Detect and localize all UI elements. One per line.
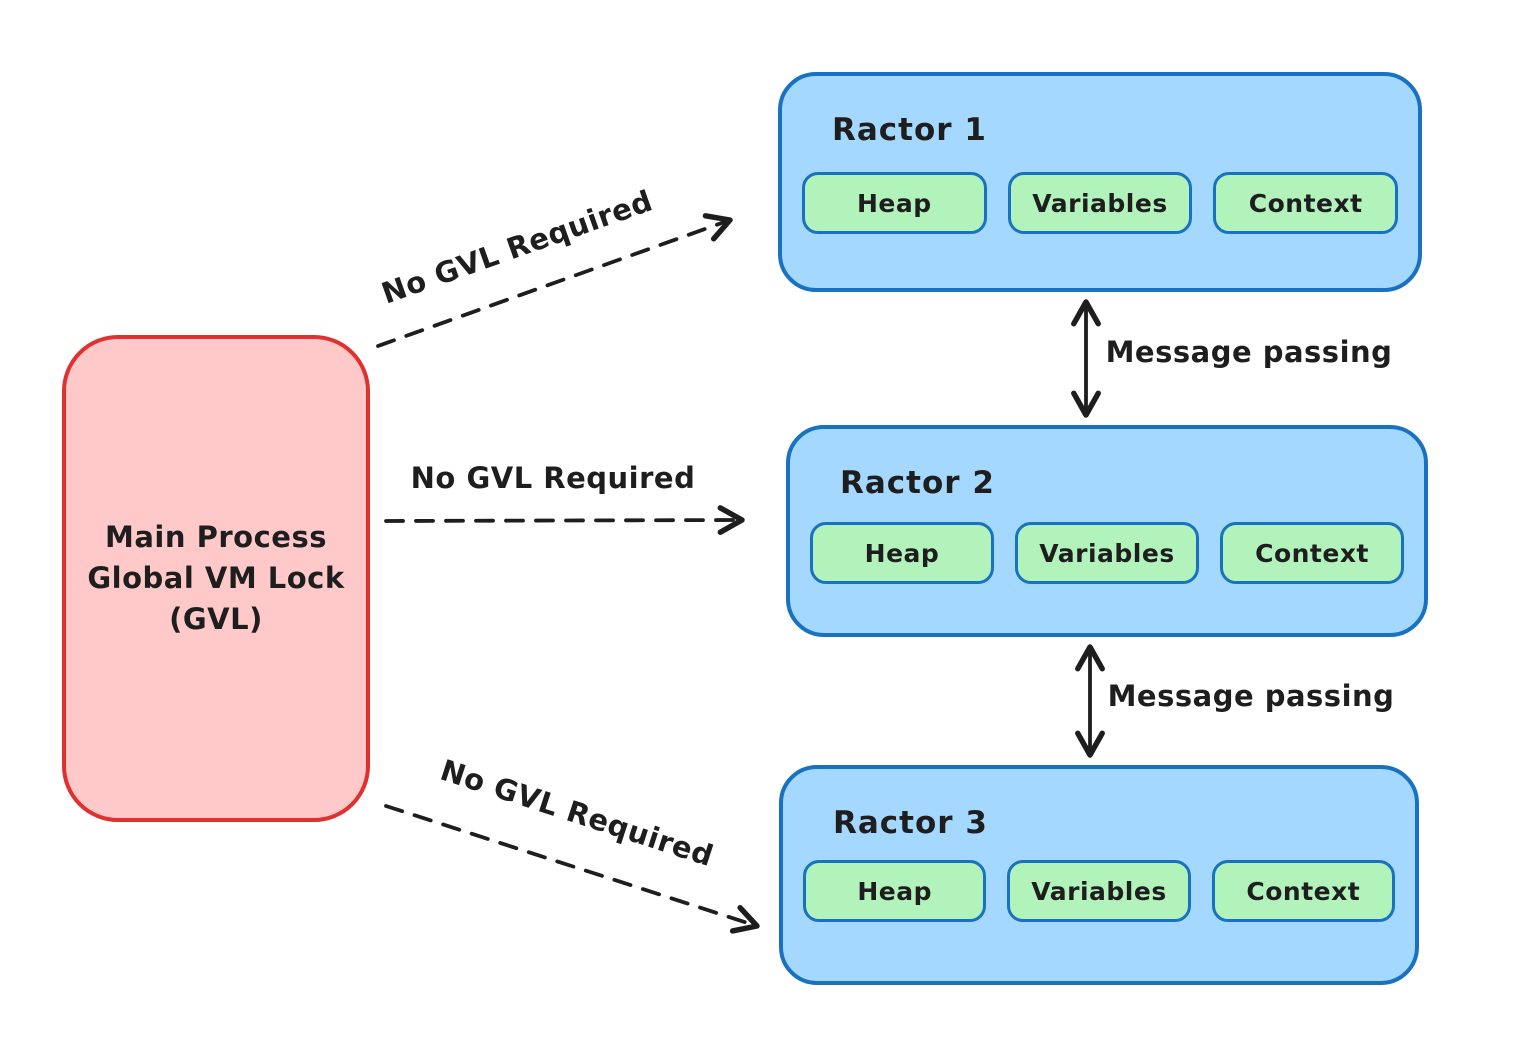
no-gvl-label-1: No GVL Required — [377, 183, 657, 311]
variables-cell: Variables — [1015, 522, 1199, 584]
ractor-2-box: Ractor 2 Heap Variables Context — [786, 425, 1428, 637]
ractor-2-title: Ractor 2 — [840, 465, 995, 501]
main-process-label-line2: Global VM Lock — [87, 561, 345, 595]
heap-cell: Heap — [803, 860, 987, 922]
ractor-3-box: Ractor 3 Heap Variables Context — [779, 765, 1419, 985]
ractor-3-title: Ractor 3 — [833, 805, 988, 841]
ractor-1-box: Ractor 1 Heap Variables Context — [778, 72, 1422, 292]
ractor-2-cells: Heap Variables Context — [810, 522, 1404, 584]
context-cell: Context — [1211, 860, 1395, 922]
heap-cell: Heap — [810, 522, 994, 584]
ractor-1-cells: Heap Variables Context — [802, 172, 1399, 234]
no-gvl-label-2: No GVL Required — [410, 461, 696, 495]
variables-cell: Variables — [1007, 172, 1193, 234]
context-cell: Context — [1213, 172, 1399, 234]
variables-cell: Variables — [1007, 860, 1191, 922]
message-passing-label-1: Message passing — [1105, 335, 1393, 369]
heap-cell: Heap — [802, 172, 987, 234]
main-process-gvl-box: Main Process Global VM Lock (GVL) — [62, 335, 370, 822]
ractor-3-cells: Heap Variables Context — [803, 860, 1395, 922]
message-passing-label-2: Message passing — [1107, 679, 1395, 713]
main-process-label-line1: Main Process — [105, 520, 327, 554]
no-gvl-label-3: No GVL Required — [436, 752, 718, 874]
no-gvl-arrow-2 — [384, 505, 745, 535]
context-cell: Context — [1220, 522, 1404, 584]
main-process-label-line3: (GVL) — [169, 602, 263, 636]
ractor-1-title: Ractor 1 — [832, 112, 987, 148]
